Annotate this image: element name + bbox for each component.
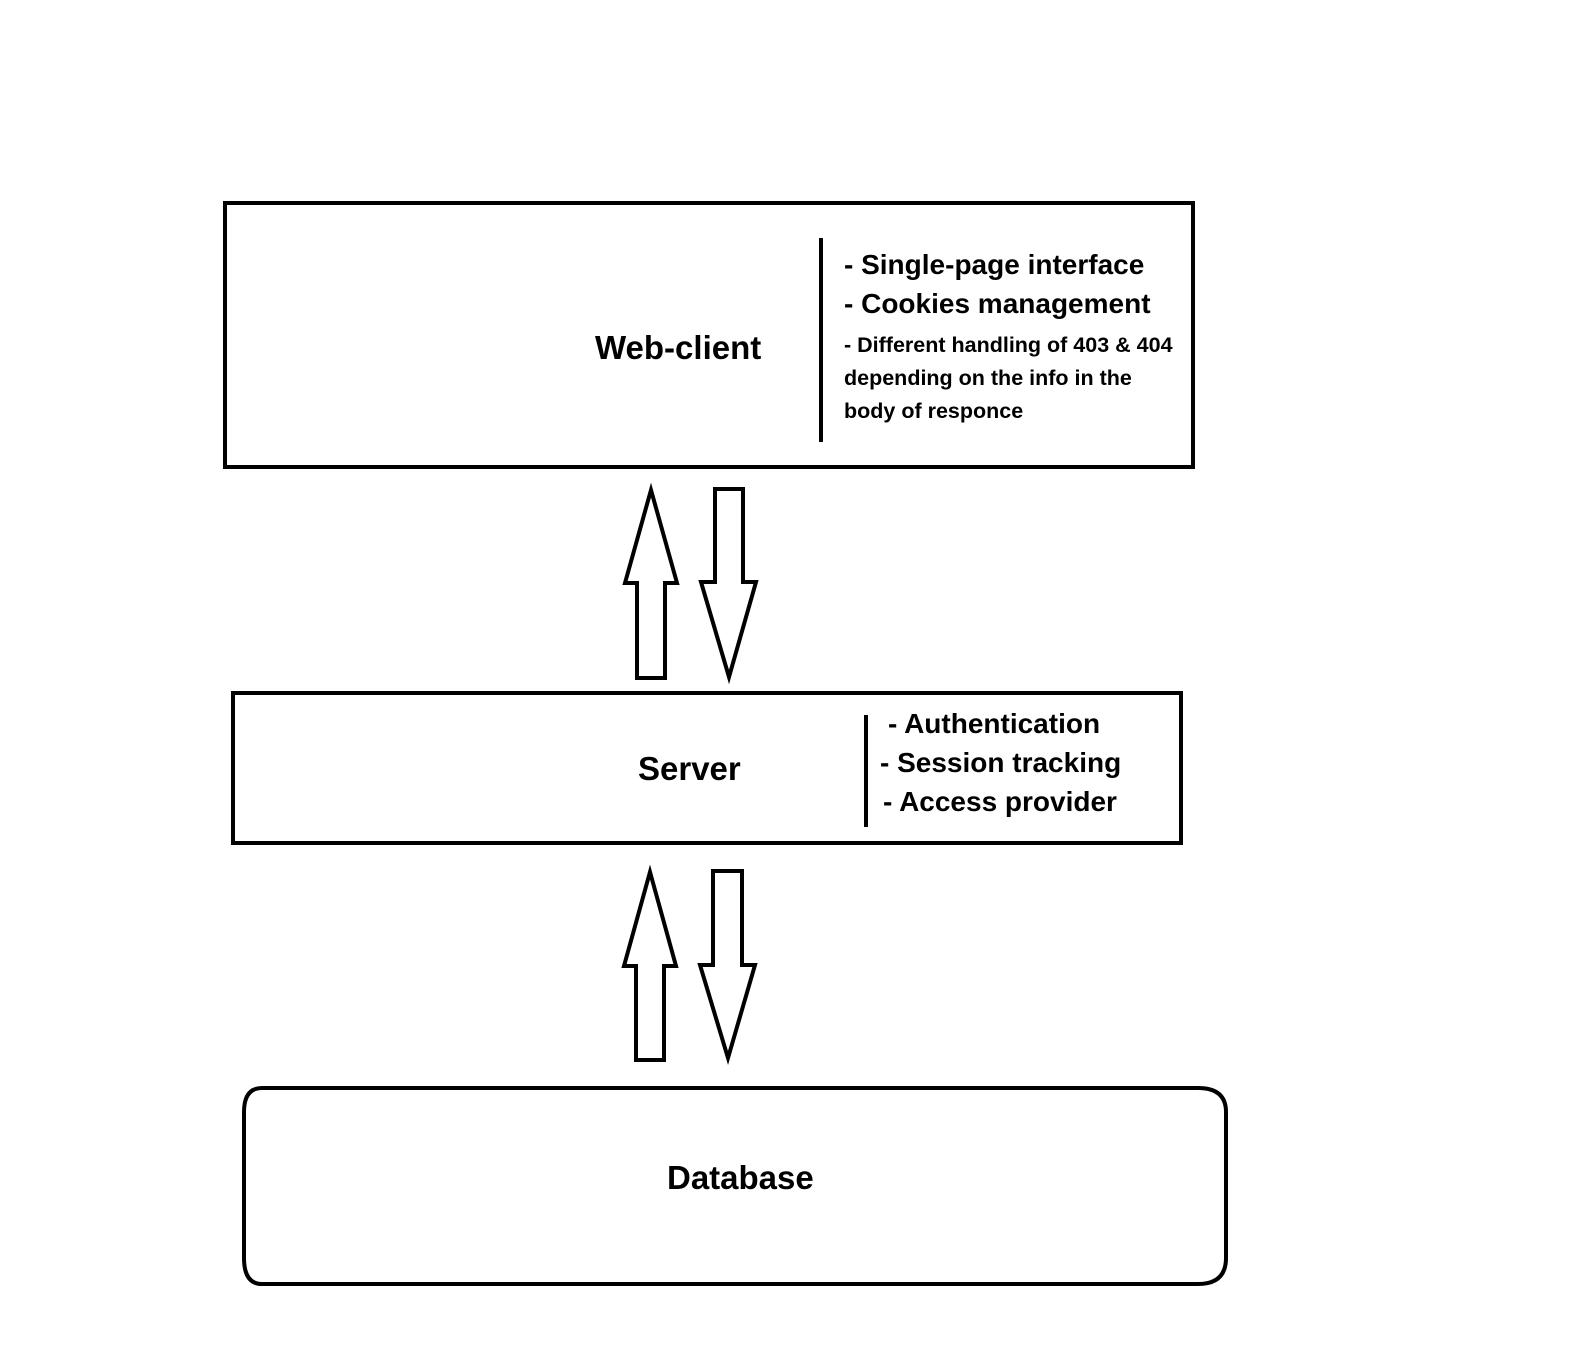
web-client-divider bbox=[819, 238, 823, 442]
web-client-feature-single-page: - Single-page interface bbox=[844, 249, 1145, 280]
web-client-feature-cookies: - Cookies management bbox=[844, 288, 1151, 319]
arrow-down-server-to-database bbox=[697, 869, 758, 1066]
arrow-down-client-to-server bbox=[698, 487, 759, 685]
server-feature-authentication: - Authentication bbox=[888, 708, 1101, 739]
web-client-box: Web-client - Single-page interface - Coo… bbox=[223, 201, 1195, 469]
arrow-up-database-to-server bbox=[621, 864, 679, 1062]
server-title: Server bbox=[638, 750, 741, 787]
database-shape bbox=[242, 1086, 1228, 1286]
arrow-up-server-to-client bbox=[622, 482, 680, 680]
server-box: Server - Authentication - Session tracki… bbox=[231, 691, 1183, 845]
server-feature-session-tracking: - Session tracking bbox=[880, 747, 1122, 778]
server-feature-access-provider: - Access provider bbox=[883, 786, 1117, 817]
database-title: Database bbox=[667, 1159, 814, 1196]
server-divider bbox=[864, 715, 868, 827]
web-client-feature-error-handling: - Different handling of 403 & 404 depend… bbox=[844, 333, 1173, 423]
web-client-title: Web-client bbox=[595, 329, 762, 366]
